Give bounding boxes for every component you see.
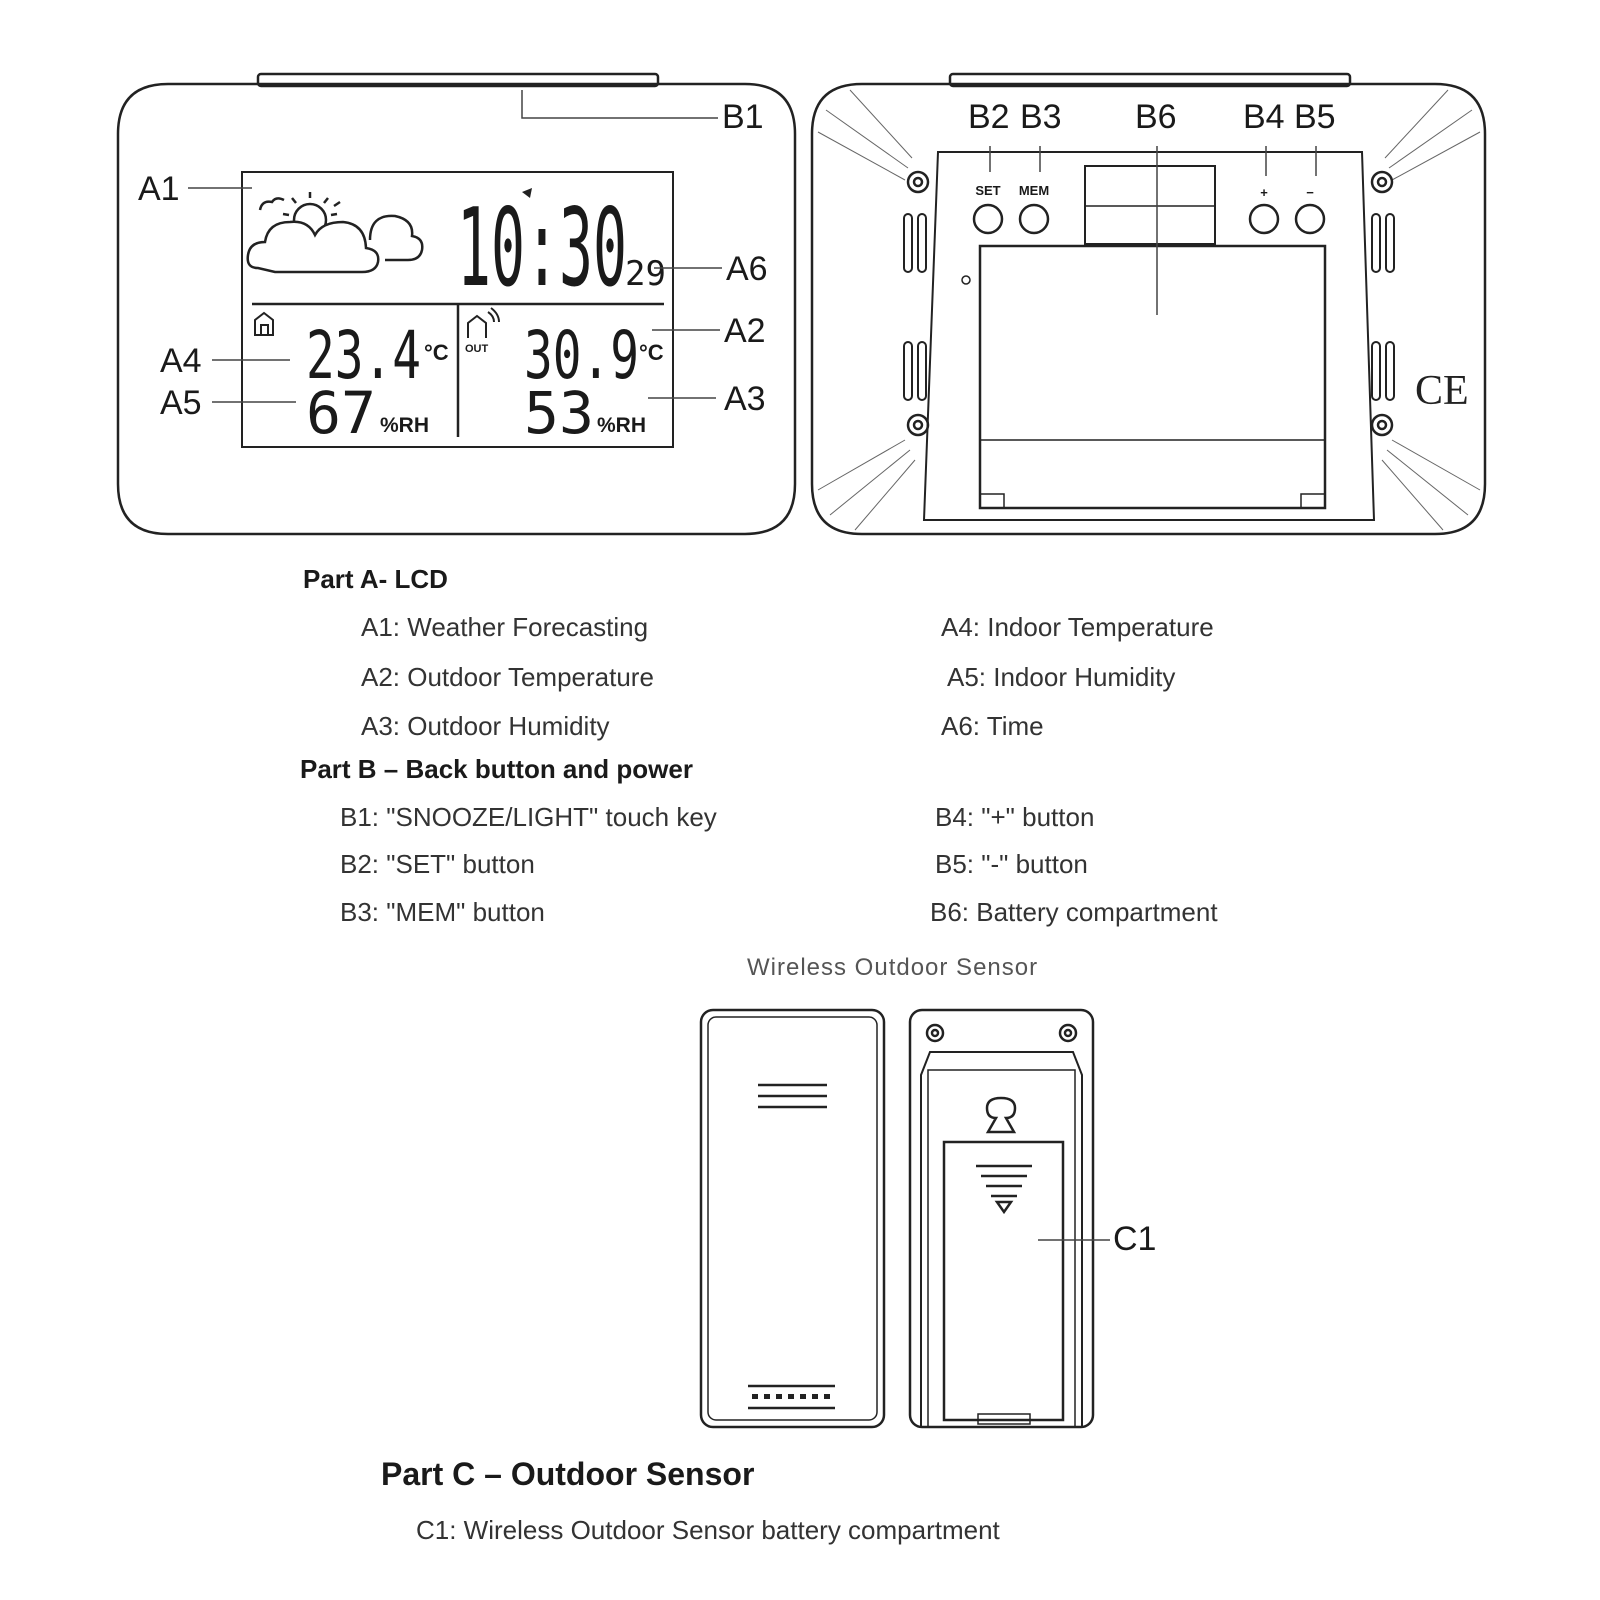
minus-button-label: − xyxy=(1306,185,1314,200)
indoor-humidity: 67 xyxy=(306,379,376,447)
plus-button[interactable] xyxy=(1248,203,1280,235)
ce-mark: CE xyxy=(1415,368,1469,414)
lcd-readouts: 10:30 29 23.4 °C 67 %RH OUT 30.9 °C 53 %… xyxy=(254,186,666,447)
battery-door-grip xyxy=(976,1164,1032,1215)
callout-a2: A2 xyxy=(724,312,766,350)
sensor-front-grille xyxy=(748,1083,835,1410)
screw-top-right-icon xyxy=(1370,170,1394,194)
part-c-heading: Part C – Outdoor Sensor xyxy=(381,1456,755,1492)
callout-b5: B5 xyxy=(1294,98,1336,136)
back-unit-body xyxy=(810,82,1487,536)
front-callout-lines xyxy=(188,90,722,403)
sensor-title: Wireless Outdoor Sensor xyxy=(747,954,1039,981)
plus-button-label: + xyxy=(1260,185,1268,200)
mem-button[interactable] xyxy=(1018,203,1050,235)
part-a-item: A3: Outdoor Humidity xyxy=(361,711,610,741)
snooze-light-touch-key[interactable] xyxy=(256,72,660,88)
part-a-heading: Part A- LCD xyxy=(303,564,448,594)
callout-a3: A3 xyxy=(724,380,766,418)
part-b-item: B2: "SET" button xyxy=(340,849,535,879)
back-unit xyxy=(810,72,1487,536)
screw-bottom-right-icon xyxy=(1370,413,1394,437)
back-callout-lines xyxy=(989,146,1317,315)
outdoor-label: OUT xyxy=(465,343,489,355)
lcd-time: 10:30 xyxy=(457,186,627,311)
callout-b3: B3 xyxy=(1020,98,1062,136)
callout-a6: A6 xyxy=(726,250,768,288)
front-unit xyxy=(116,72,797,536)
lcd-seconds: 29 xyxy=(625,254,666,294)
stand-hinge xyxy=(1084,165,1216,245)
alarm-indicator-icon xyxy=(522,188,532,198)
sensor-front-body xyxy=(699,1008,886,1429)
callout-a4: A4 xyxy=(160,342,202,380)
part-b-item: B6: Battery compartment xyxy=(930,897,1218,927)
callout-a1: A1 xyxy=(138,170,180,208)
indoor-house-icon xyxy=(254,311,274,336)
sensor-battery-compartment[interactable] xyxy=(942,1140,1065,1422)
callout-b4: B4 xyxy=(1243,98,1285,136)
sensor-back xyxy=(908,1008,1095,1429)
screw-top-left-icon xyxy=(906,170,930,194)
part-b-item: B3: "MEM" button xyxy=(340,897,545,927)
indoor-temperature: 23.4 xyxy=(306,317,421,394)
minus-button[interactable] xyxy=(1294,203,1326,235)
back-panel xyxy=(922,151,1376,521)
part-a-item: A4: Indoor Temperature xyxy=(941,612,1214,642)
indoor-temp-unit: °C xyxy=(424,340,449,365)
part-b-heading: Part B – Back button and power xyxy=(300,754,693,784)
callout-b1: B1 xyxy=(722,98,764,136)
callout-b6: B6 xyxy=(1135,98,1177,136)
lcd-screen xyxy=(241,171,674,448)
part-a-item: A6: Time xyxy=(941,711,1044,741)
outdoor-temp-unit: °C xyxy=(639,340,664,365)
part-a-item: A1: Weather Forecasting xyxy=(361,612,649,642)
part-a-item: A5: Indoor Humidity xyxy=(947,662,1176,692)
outdoor-house-icon xyxy=(467,307,500,338)
part-b-item: B4: "+" button xyxy=(935,802,1095,832)
part-b-item: B1: "SNOOZE/LIGHT" touch key xyxy=(340,802,717,832)
mem-button-label: MEM xyxy=(1019,183,1049,198)
keyhole-mount-icon xyxy=(985,1096,1017,1134)
outdoor-humidity-unit: %RH xyxy=(597,414,646,437)
sun-cloud-icon xyxy=(246,192,424,274)
callout-b2: B2 xyxy=(968,98,1010,136)
sensor-back-body xyxy=(908,1008,1095,1429)
front-unit-body xyxy=(116,82,797,536)
part-b-item: B5: "-" button xyxy=(935,849,1088,879)
sensor-led-dots xyxy=(752,1394,830,1399)
screw-bottom-left-icon xyxy=(906,413,930,437)
part-c-item: C1: Wireless Outdoor Sensor battery comp… xyxy=(416,1515,1000,1545)
back-top-strip xyxy=(948,72,1352,88)
sensor-front xyxy=(699,1008,886,1429)
callout-c1: C1 xyxy=(1113,1220,1156,1258)
outdoor-temperature: 30.9 xyxy=(524,317,639,394)
callout-a5: A5 xyxy=(160,384,202,422)
outdoor-humidity: 53 xyxy=(524,379,594,447)
indoor-humidity-unit: %RH xyxy=(380,414,429,437)
vent-slots xyxy=(903,213,1395,401)
set-button-label: SET xyxy=(975,183,1000,198)
set-button[interactable] xyxy=(972,203,1004,235)
back-decor-lines xyxy=(817,89,1481,531)
part-a-item: A2: Outdoor Temperature xyxy=(361,662,654,692)
battery-compartment[interactable] xyxy=(978,244,1327,510)
